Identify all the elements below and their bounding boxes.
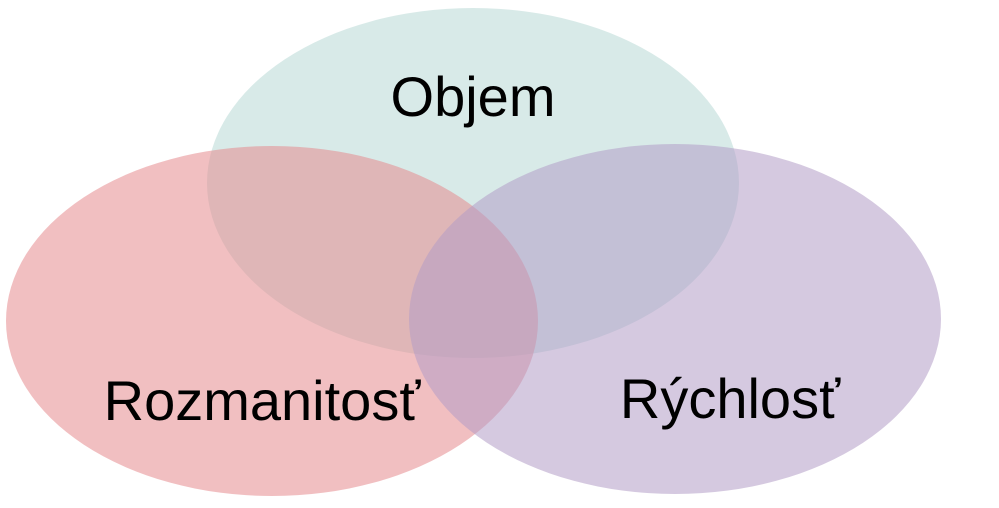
ellipse-rychlost <box>409 144 941 494</box>
label-rychlost: Rýchlosť <box>620 367 841 430</box>
set-ellipses <box>6 8 941 496</box>
label-rozmanitost: Rozmanitosť <box>104 369 422 432</box>
ellipse-rozmanitost <box>6 146 538 496</box>
label-objem: Objem <box>391 65 556 128</box>
set-labels: Objem Rozmanitosť Rýchlosť <box>104 65 841 432</box>
